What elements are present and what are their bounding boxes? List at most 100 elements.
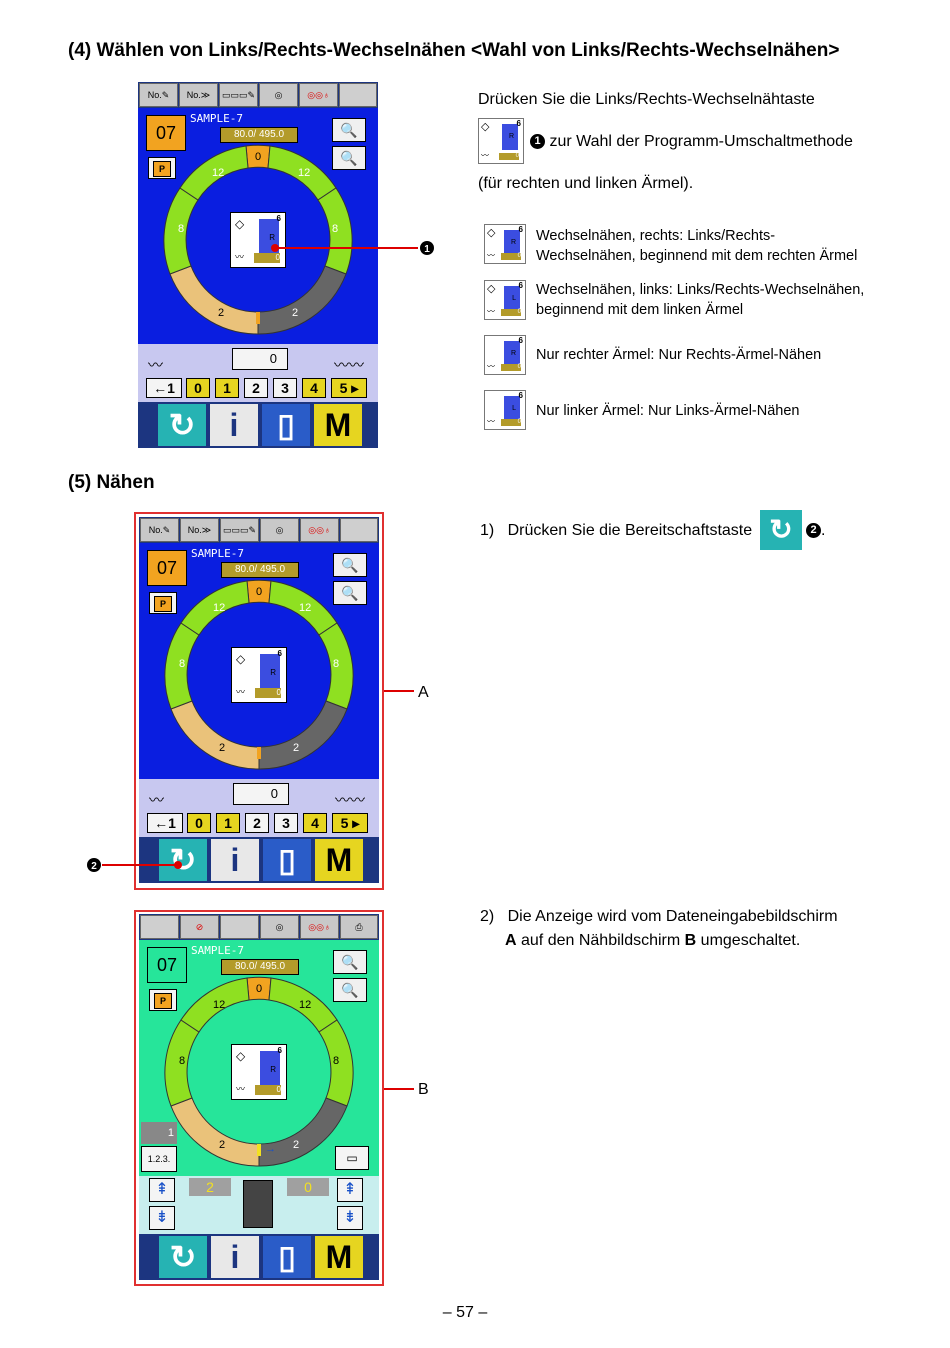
toolbar-btn-2[interactable]: ⊘: [180, 915, 219, 939]
num-btn-2[interactable]: 2: [245, 813, 269, 833]
mode-button[interactable]: M: [314, 404, 362, 446]
svg-text:0: 0: [256, 983, 262, 995]
num-btn-back[interactable]: ←1: [147, 813, 183, 833]
search-button[interactable]: 🔍: [333, 553, 367, 577]
toolbar-btn-2[interactable]: No.≫: [180, 518, 219, 542]
svg-text:12: 12: [299, 999, 311, 1011]
pattern-p-button[interactable]: P: [149, 592, 177, 614]
toolbar-btn-6[interactable]: [339, 83, 377, 107]
svg-text:2: 2: [293, 1139, 299, 1151]
ready-button[interactable]: ↻: [159, 1236, 207, 1278]
num-btn-1[interactable]: 1: [215, 378, 239, 398]
num-btn-2[interactable]: 2: [244, 378, 268, 398]
option-label-alt-right: Wechselnähen, rechts: Links/Rechts-Wechs…: [536, 228, 858, 264]
toolbar-btn-1[interactable]: [140, 915, 179, 939]
info-button[interactable]: i: [211, 1236, 259, 1278]
increase-left-button[interactable]: ⇞: [149, 1178, 175, 1202]
bottom-bar: ↻ i ▯ M: [138, 402, 378, 448]
num-btn-5[interactable]: 5 ▸: [331, 378, 367, 398]
num-btn-5[interactable]: 5 ▸: [332, 813, 368, 833]
num-btn-4[interactable]: 4: [302, 378, 326, 398]
toolbar-btn-1[interactable]: No.✎: [139, 83, 178, 107]
toolbar-btn-6[interactable]: [340, 518, 378, 542]
no-search-button[interactable]: 🔍: [333, 978, 367, 1002]
num-btn-3[interactable]: 3: [274, 813, 298, 833]
toolbar-btn-5[interactable]: ◎◎♁: [300, 915, 339, 939]
svg-text:8: 8: [179, 1055, 185, 1067]
ring-label-ul: 12: [212, 167, 224, 179]
svg-text:0: 0: [256, 586, 262, 598]
label-a: A: [418, 684, 429, 701]
toolbar-btn-2[interactable]: No.≫: [179, 83, 218, 107]
increase-right-button[interactable]: ⇞: [337, 1178, 363, 1202]
toolbar-btn-1[interactable]: No.✎: [140, 518, 179, 542]
toolbar-btn-4[interactable]: ◎: [260, 915, 299, 939]
num-btn-back[interactable]: ←1: [146, 378, 182, 398]
num-btn-0[interactable]: 0: [186, 378, 210, 398]
toolbar-btn-3[interactable]: [220, 915, 259, 939]
toolbar-btn-3[interactable]: ▭▭▭✎: [219, 83, 258, 107]
ring-segment-lower-right: [257, 265, 347, 335]
no-search-button[interactable]: 🔍: [333, 581, 367, 605]
sleeve-icon: [502, 124, 518, 150]
mode-button[interactable]: M: [315, 1236, 363, 1278]
pattern-p-button[interactable]: P: [149, 989, 177, 1011]
mode-button[interactable]: M: [315, 839, 363, 881]
toolbar-btn-4[interactable]: ◎: [260, 518, 299, 542]
ring-label-left: 8: [178, 223, 184, 235]
toolbar-btn-5[interactable]: ◎◎♁: [300, 518, 339, 542]
communication-button[interactable]: ▯: [262, 404, 310, 446]
option-label-alt-left: Wechselnähen, links: Links/Rechts-Wechse…: [536, 282, 865, 318]
communication-button[interactable]: ▯: [263, 1236, 311, 1278]
left-right-alternate-button[interactable]: ◇ R 6 〰 0: [231, 647, 287, 703]
needle-marker: [256, 312, 260, 324]
bobbin-counter[interactable]: 0: [233, 783, 289, 805]
label-a-line: [384, 690, 414, 692]
ready-key-reference: ↻: [760, 510, 802, 550]
ready-button[interactable]: ↻: [158, 404, 206, 446]
num-btn-0[interactable]: 0: [187, 813, 211, 833]
sleeve-letter: R: [508, 133, 514, 140]
program-number-button[interactable]: 07: [146, 115, 186, 151]
program-number-button[interactable]: 07: [147, 550, 187, 586]
ring-label-ur: 12: [298, 167, 310, 179]
step2-text-c: umgeschaltet.: [696, 932, 801, 949]
search-button[interactable]: 🔍: [332, 118, 366, 142]
communication-button[interactable]: ▯: [263, 839, 311, 881]
data-input-screen-a: No.✎ No.≫ ▭▭▭✎ ◎ ◎◎♁ 07 SAMPLE-7 80.0/ 4…: [139, 517, 379, 883]
toolbar-btn-3[interactable]: ▭▭▭✎: [220, 518, 259, 542]
screen-area: 07 SAMPLE-7 80.0/ 495.0 P 🔍 🔍 0 12 12 8 …: [138, 108, 378, 344]
info-button[interactable]: i: [211, 839, 259, 881]
toolbar-btn-4[interactable]: ◎: [259, 83, 298, 107]
ring-label-lr: 2: [292, 307, 298, 319]
sample-name: SAMPLE-7: [191, 944, 244, 957]
left-right-alternate-button[interactable]: ◇ R 6 〰 0: [231, 1044, 287, 1100]
wave-small-icon: 〰: [149, 792, 165, 809]
toolbar-btn-5[interactable]: ◎◎♁: [299, 83, 338, 107]
num-btn-4[interactable]: 4: [303, 813, 327, 833]
ready-button[interactable]: ↻: [159, 839, 207, 881]
measure-button[interactable]: ▭: [335, 1146, 369, 1170]
no-search-button[interactable]: 🔍: [332, 146, 366, 170]
search-button[interactable]: 🔍: [333, 950, 367, 974]
screen-area: 07 SAMPLE-7 80.0/ 495.0 P 🔍 🔍 0 12 12 8 …: [139, 543, 379, 779]
decrease-left-button[interactable]: ⇟: [149, 1206, 175, 1230]
bobbin-counter[interactable]: 0: [232, 348, 288, 370]
sequence-button[interactable]: 1.2.3.: [141, 1146, 177, 1172]
ring-segment-lower-left: [169, 265, 259, 335]
screen-a-highlight: [134, 512, 384, 890]
stitch-ring: 0 12 12 8 8 2 2: [163, 144, 353, 335]
toolbar-btn-6[interactable]: ⎙: [340, 915, 378, 939]
counter-display: 80.0/ 495.0: [221, 959, 299, 975]
step1: 1) Drücken Sie die Bereitschaftstaste: [480, 519, 752, 543]
decrease-right-button[interactable]: ⇟: [337, 1206, 363, 1230]
num-btn-1[interactable]: 1: [216, 813, 240, 833]
diamond-arrow-icon: ◇: [236, 652, 246, 666]
counter-display: 80.0/ 495.0: [220, 127, 298, 143]
info-button[interactable]: i: [210, 404, 258, 446]
num-btn-3[interactable]: 3: [273, 378, 297, 398]
sample-name: SAMPLE-7: [191, 547, 244, 560]
bottom-bar: ↻ i ▯ M: [139, 837, 379, 883]
pattern-p-button[interactable]: P: [148, 157, 176, 179]
